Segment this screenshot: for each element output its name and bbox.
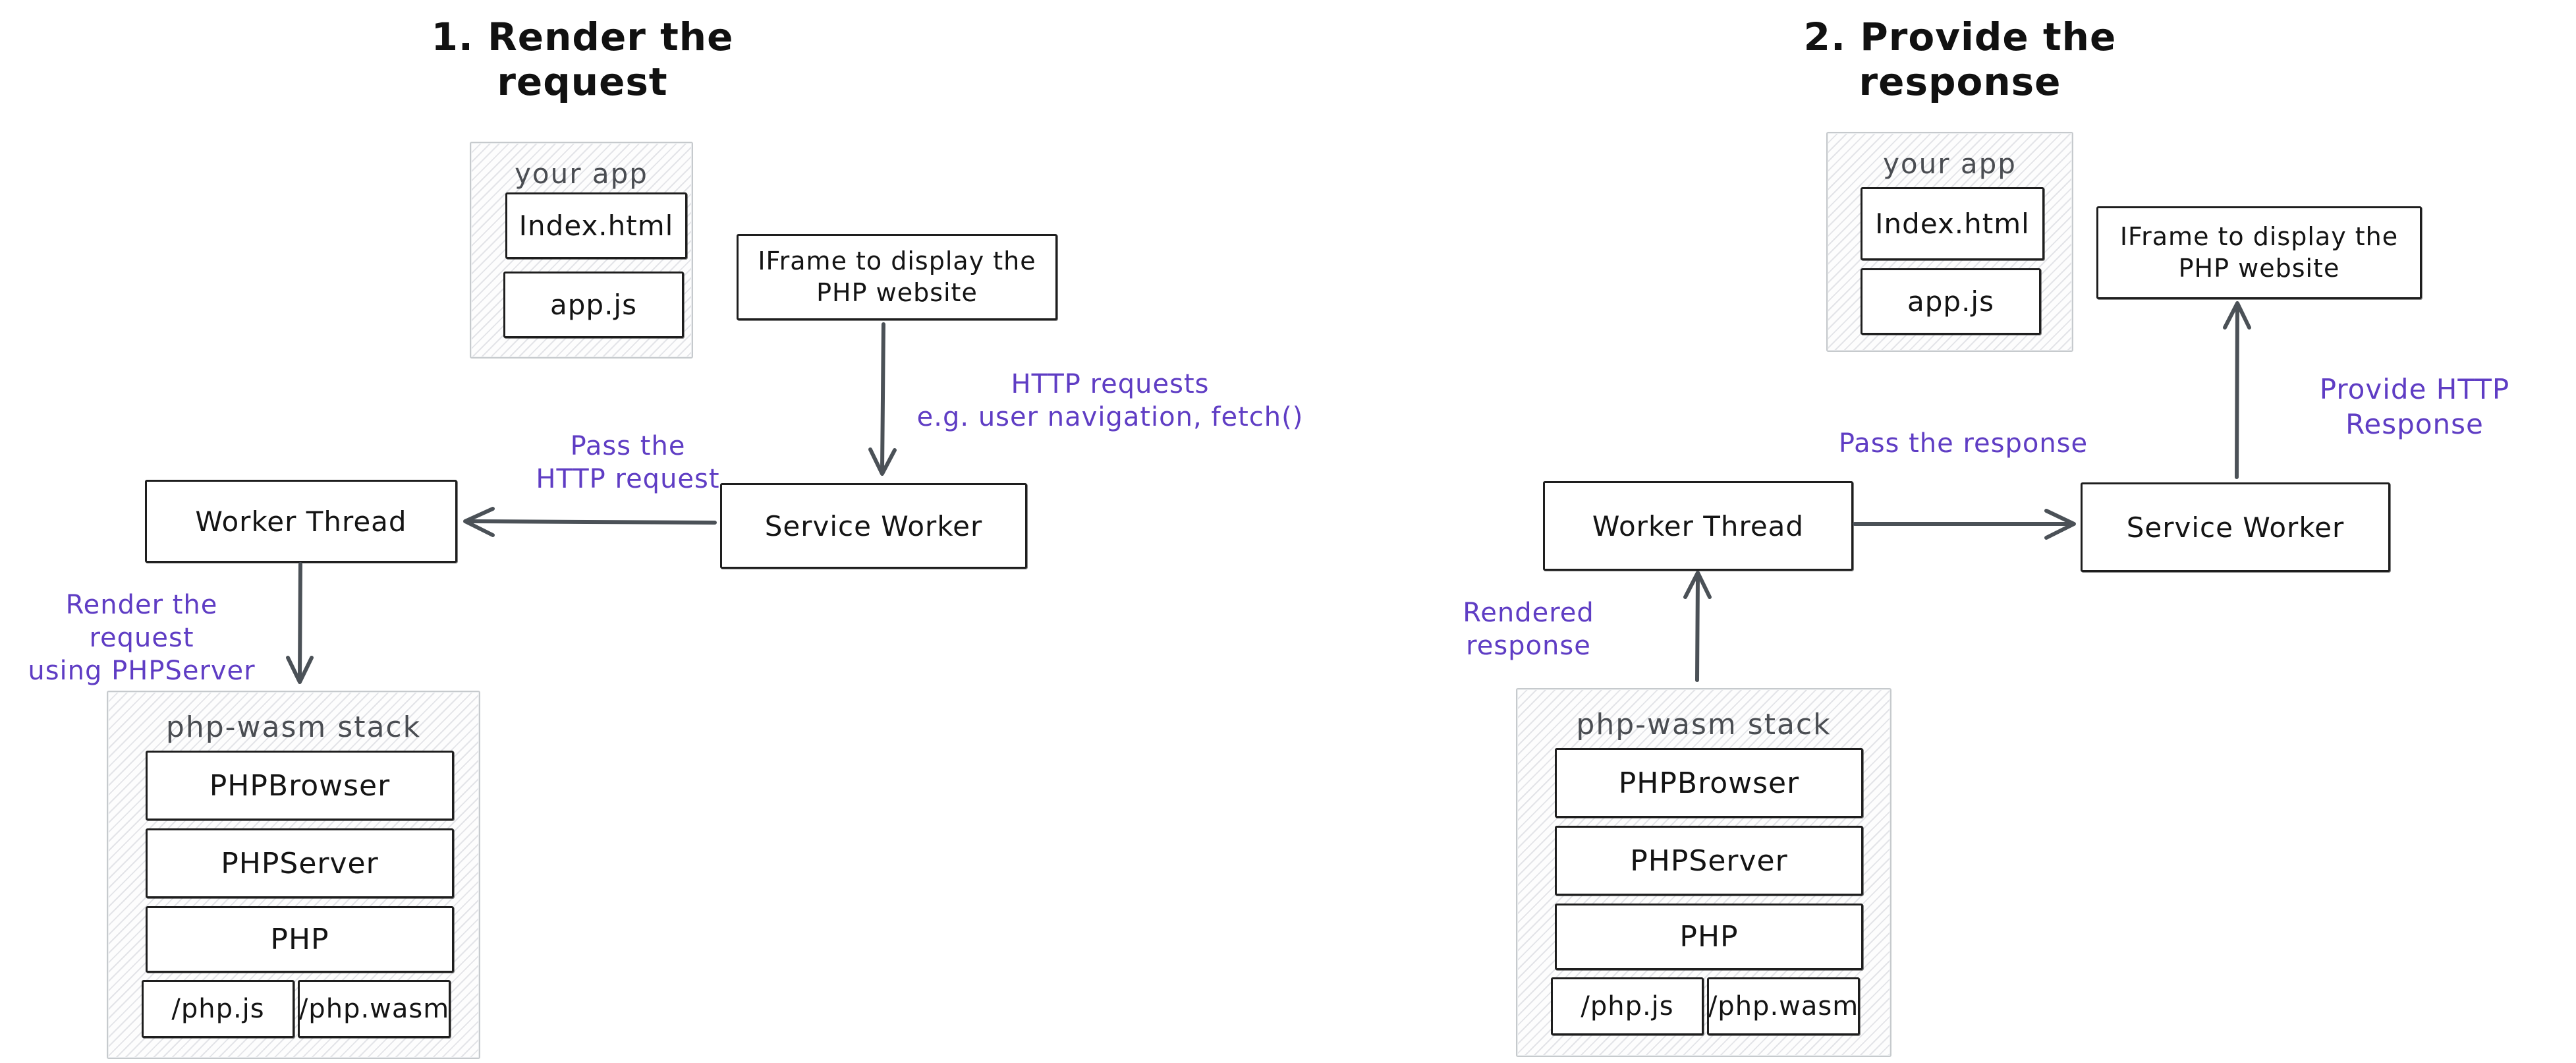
annotation-pass-response: Pass the response xyxy=(1838,428,2088,459)
arrow-service-worker-to-worker-thread xyxy=(463,507,717,537)
annotation-http-requests: HTTP requests e.g. user navigation, fetc… xyxy=(916,369,1304,432)
stack-title: php-wasm stack xyxy=(1576,708,1832,741)
iframe-box-left: IFrame to display the PHP website xyxy=(737,234,1057,320)
worker-thread-box-left: Worker Thread xyxy=(145,480,457,563)
arrow-iframe-to-service-worker xyxy=(868,322,897,476)
arrow-worker-thread-to-stack xyxy=(286,562,314,684)
your-app-container-left: your app Index.html app.js xyxy=(470,142,693,359)
worker-thread-box-right: Worker Thread xyxy=(1543,481,1853,571)
stack-layer-php: PHP xyxy=(1555,904,1863,970)
your-app-container-right: your app Index.html app.js xyxy=(1826,132,2073,352)
stack-file-php-wasm: /php.wasm xyxy=(1707,977,1860,1035)
arrow-worker-thread-to-service-worker xyxy=(1853,509,2076,540)
file-box-app-js: app.js xyxy=(503,272,684,338)
your-app-title: your app xyxy=(515,158,648,190)
stack-layer-phpbrowser: PHPBrowser xyxy=(146,751,454,820)
annotation-render-request: Render the request using PHPServer xyxy=(28,590,256,686)
your-app-title: your app xyxy=(1883,148,2017,180)
panel-left-title: 1. Render the request xyxy=(431,14,734,104)
annotation-pass-request: Pass the HTTP request xyxy=(536,431,720,494)
stack-layer-php: PHP xyxy=(146,906,454,973)
file-box-index-html: Index.html xyxy=(1861,187,2044,260)
php-wasm-stack-container-right: php-wasm stack PHPBrowser PHPServer PHP … xyxy=(1516,688,1891,1057)
service-worker-box-left: Service Worker xyxy=(720,483,1027,569)
stack-layer-phpbrowser: PHPBrowser xyxy=(1555,748,1863,818)
php-wasm-stack-container-left: php-wasm stack PHPBrowser PHPServer PHP … xyxy=(107,691,480,1059)
stack-file-php-js: /php.js xyxy=(142,980,294,1038)
stack-layer-phpserver: PHPServer xyxy=(1555,826,1863,896)
stack-file-php-wasm: /php.wasm xyxy=(298,980,451,1038)
service-worker-box-right: Service Worker xyxy=(2081,482,2390,572)
stack-layer-phpserver: PHPServer xyxy=(146,828,454,898)
stack-title: php-wasm stack xyxy=(165,710,422,744)
panel-right-title: 2. Provide the response xyxy=(1803,14,2117,104)
file-box-index-html: Index.html xyxy=(505,192,687,259)
arrow-service-worker-to-iframe xyxy=(2223,301,2251,479)
annotation-rendered-response: Rendered response xyxy=(1463,598,1594,661)
arrow-stack-to-worker-thread xyxy=(1683,571,1712,682)
stack-file-php-js: /php.js xyxy=(1551,977,1704,1035)
iframe-box-right: IFrame to display the PHP website xyxy=(2096,206,2422,299)
annotation-provide-response: Provide HTTP Response xyxy=(2319,373,2510,440)
file-box-app-js: app.js xyxy=(1861,268,2041,335)
